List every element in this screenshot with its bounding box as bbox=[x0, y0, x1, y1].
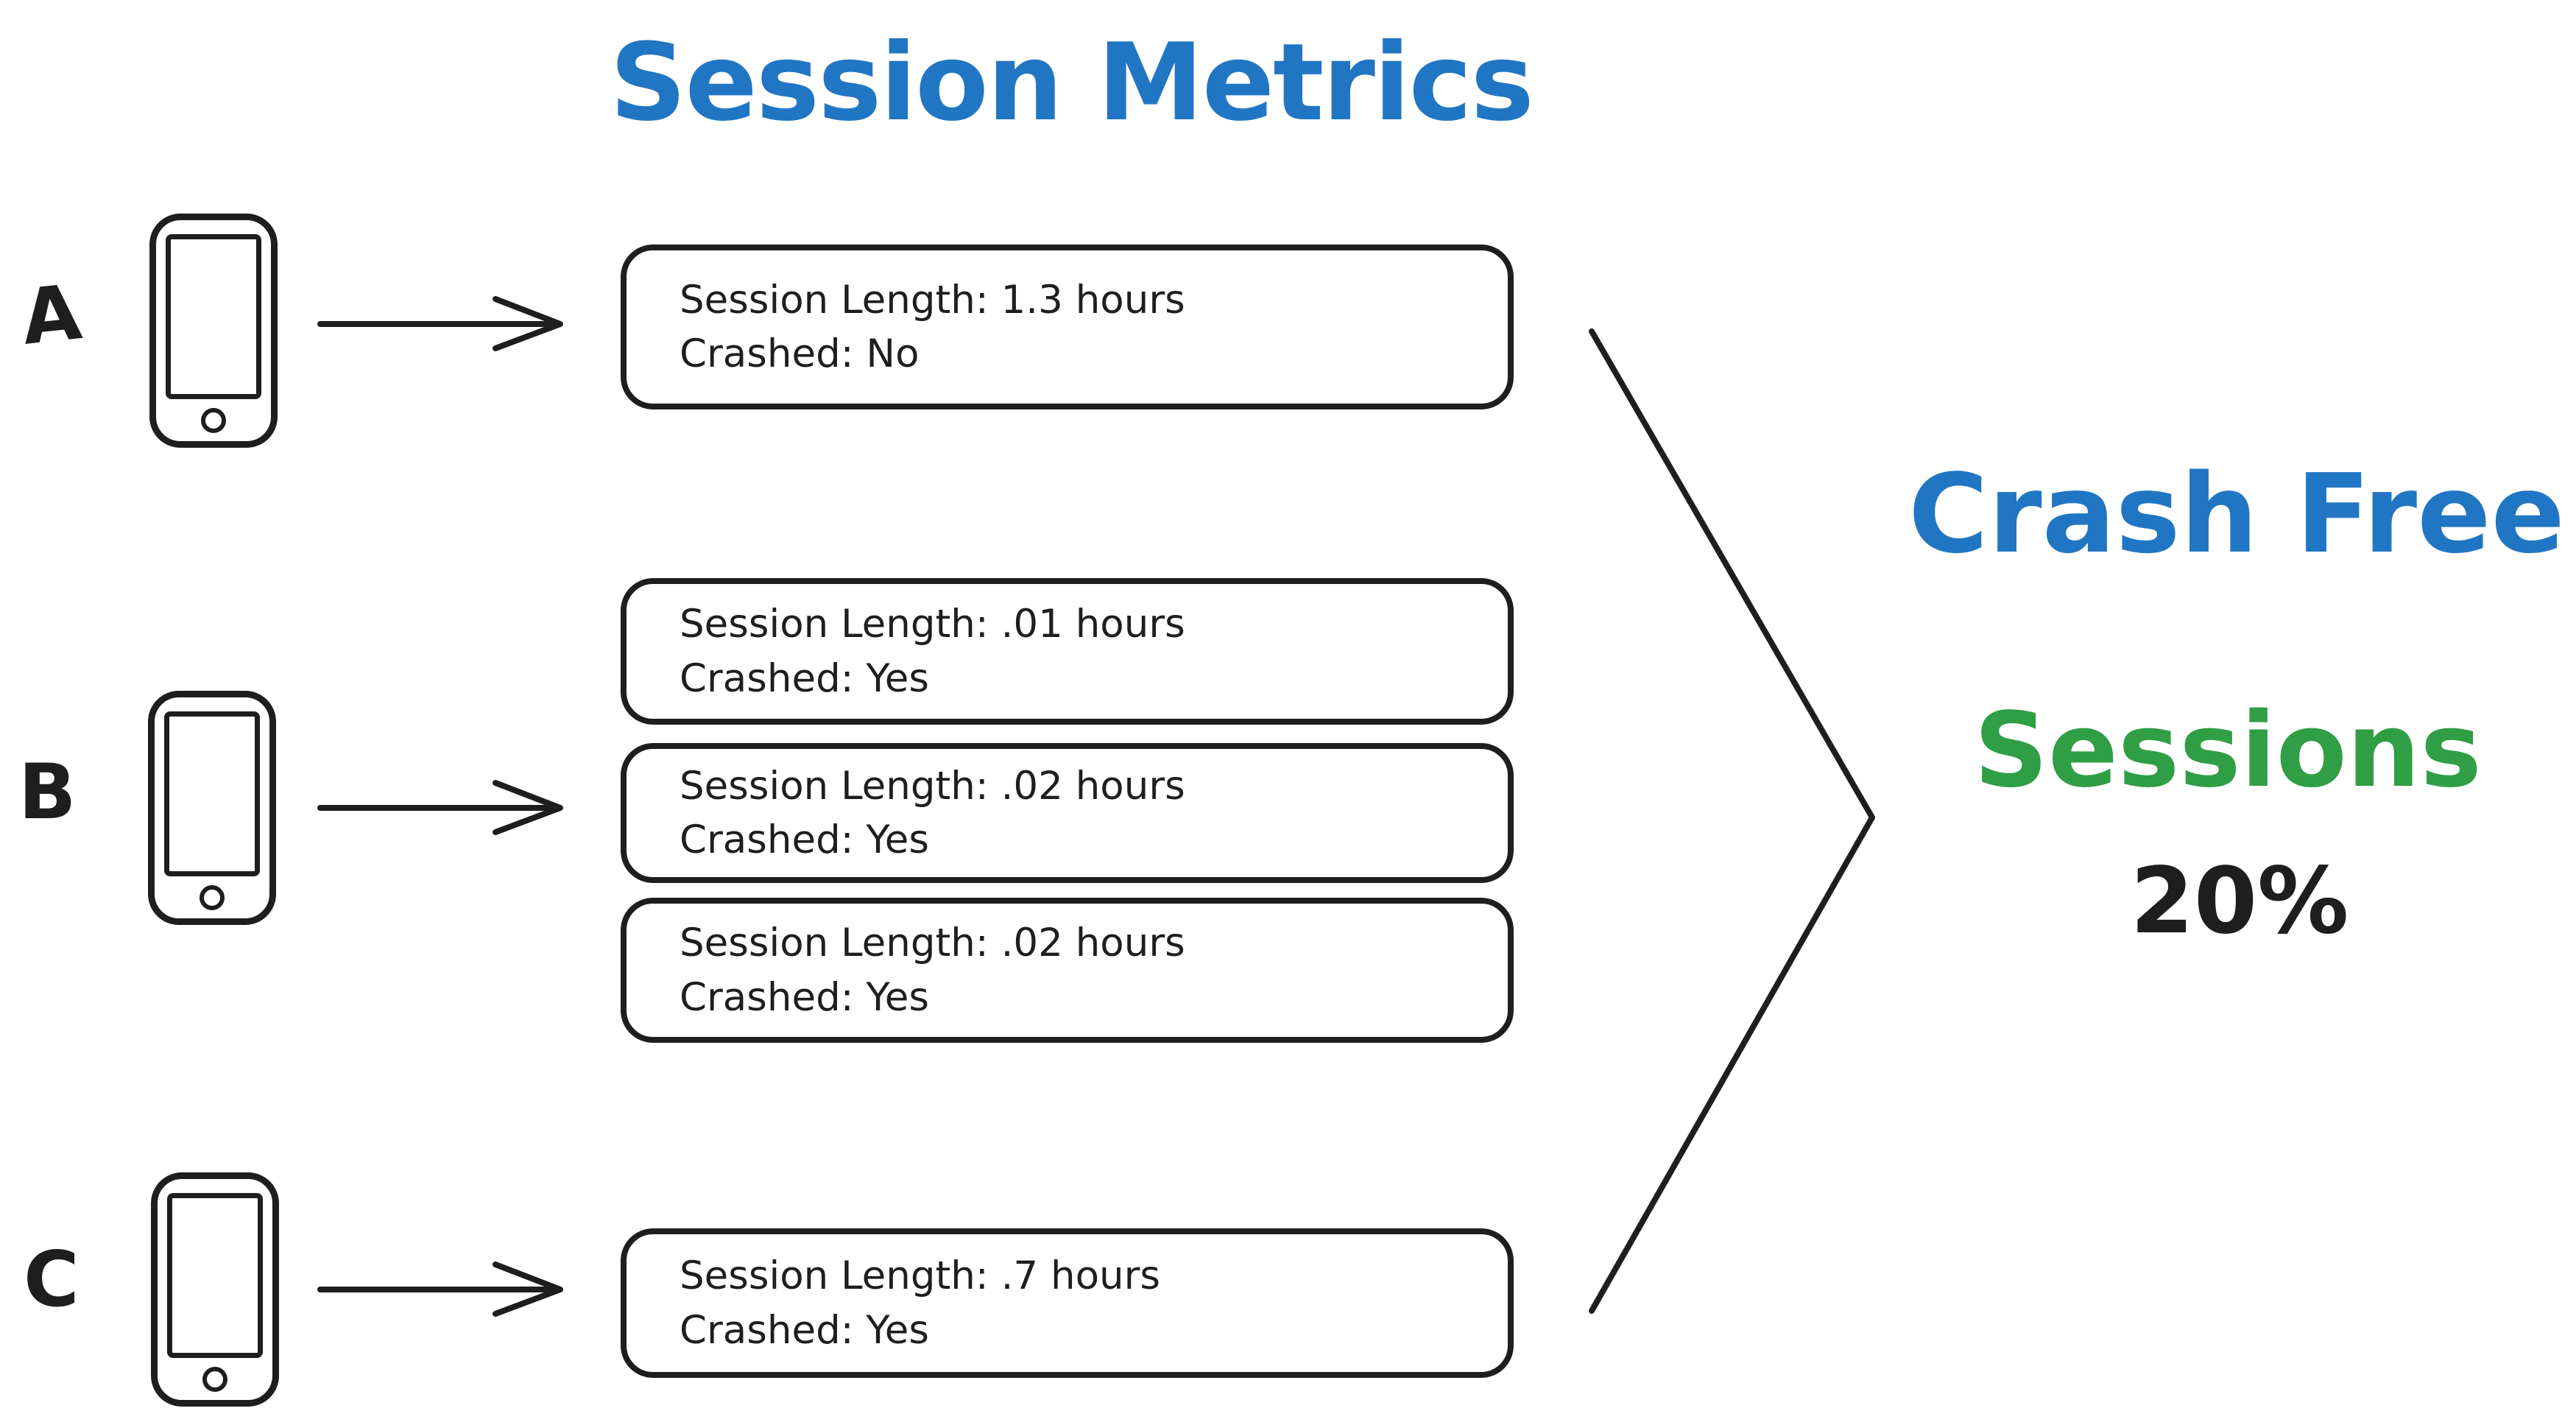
phone-screen bbox=[166, 234, 261, 399]
phone-screen bbox=[167, 1193, 263, 1358]
device-label-c: C bbox=[24, 1236, 80, 1324]
session-length-text: Session Length: .01 hours bbox=[680, 602, 1185, 647]
phone-icon bbox=[149, 214, 278, 448]
result-value: 20% bbox=[2130, 848, 2349, 954]
arrow-right-icon bbox=[317, 296, 563, 351]
phone-home-button-icon bbox=[202, 1367, 227, 1392]
chevron-right-icon bbox=[1589, 328, 1875, 1314]
session-card: Session Length: .02 hours Crashed: Yes bbox=[621, 898, 1514, 1043]
crashed-text: Crashed: Yes bbox=[680, 817, 929, 862]
crashed-text: Crashed: No bbox=[680, 331, 920, 376]
result-title-line2: Sessions bbox=[1974, 691, 2482, 811]
phone-home-button-icon bbox=[201, 408, 226, 433]
session-card: Session Length: .7 hours Crashed: Yes bbox=[621, 1228, 1514, 1378]
session-card: Session Length: .02 hours Crashed: Yes bbox=[621, 743, 1514, 883]
device-label-a: A bbox=[17, 268, 85, 362]
device-label-b: B bbox=[18, 748, 77, 837]
arrow-right-icon bbox=[317, 780, 563, 835]
crashed-text: Crashed: Yes bbox=[680, 655, 929, 701]
result-title-line1: Crash Free bbox=[1908, 451, 2565, 577]
phone-icon bbox=[151, 1172, 279, 1407]
phone-icon bbox=[148, 691, 276, 925]
phone-home-button-icon bbox=[200, 885, 225, 910]
crashed-text: Crashed: Yes bbox=[680, 974, 929, 1020]
page-title: Session Metrics bbox=[610, 21, 1534, 145]
session-length-text: Session Length: .02 hours bbox=[680, 763, 1185, 809]
session-card: Session Length: 1.3 hours Crashed: No bbox=[621, 244, 1514, 409]
session-length-text: Session Length: .02 hours bbox=[680, 921, 1185, 966]
phone-screen bbox=[164, 711, 260, 876]
session-length-text: Session Length: 1.3 hours bbox=[680, 277, 1185, 323]
session-length-text: Session Length: .7 hours bbox=[680, 1253, 1161, 1299]
crashed-text: Crashed: Yes bbox=[680, 1307, 929, 1353]
session-card: Session Length: .01 hours Crashed: Yes bbox=[621, 578, 1514, 725]
arrow-right-icon bbox=[317, 1262, 563, 1317]
